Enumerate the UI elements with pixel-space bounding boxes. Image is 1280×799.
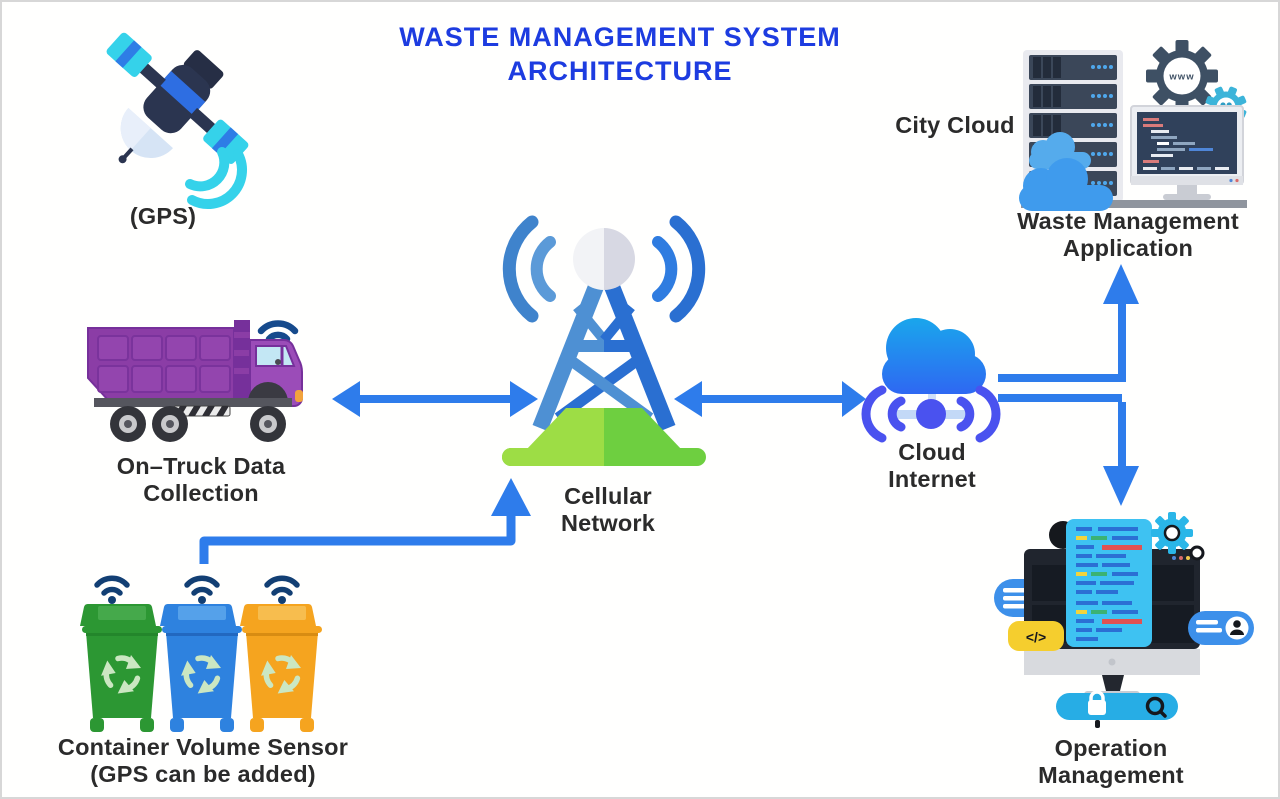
label-gps: (GPS) (130, 203, 196, 230)
waste-bins-icon (80, 556, 322, 732)
lock-icon (1088, 690, 1106, 728)
label-truck: On–Truck Data Collection (117, 453, 285, 506)
secure-search-bar (1056, 690, 1178, 728)
label-city-cloud: City Cloud (895, 112, 1015, 139)
report-paper-icon (1066, 519, 1152, 647)
tower-cloud-arrow (674, 381, 866, 417)
label-operation: Operation Management (1038, 735, 1184, 788)
city-cloud-label-text: City Cloud (895, 112, 1015, 138)
cellular-tower-icon (502, 215, 706, 466)
truck-label-line1: On–Truck Data (116, 453, 286, 479)
cloud-internet-label-line1: Cloud (898, 439, 966, 465)
operation-label-line2: Management (1038, 761, 1184, 788)
bins-tower-arrow (199, 478, 531, 564)
cloud-app-operation-arrows (998, 264, 1139, 506)
search-icon (1145, 696, 1167, 718)
gps-satellite-icon (106, 32, 249, 209)
operation-label-line1: Operation (1054, 735, 1168, 761)
code-tag-badge: </> (1008, 621, 1064, 651)
cellular-label-line1: Cellular (564, 483, 652, 509)
operation-management-icon: </> (994, 512, 1254, 728)
city-cloud-servers-icon: www (1019, 40, 1247, 211)
label-bins: Container Volume Sensor (GPS can be adde… (58, 734, 348, 787)
label-cellular: Cellular Network (561, 483, 655, 536)
cloud-internet-icon (861, 318, 1001, 443)
waste-app-label-line2: Application (1062, 234, 1194, 261)
code-monitor-icon (1130, 105, 1244, 200)
truck-label-line2: Collection (143, 479, 259, 506)
green-bin-icon (80, 603, 162, 732)
bins-label-line2: (GPS can be added) (90, 760, 316, 787)
server-base-bar (1021, 200, 1247, 208)
truck-tower-arrow (332, 381, 538, 417)
blue-bin-icon (160, 603, 242, 732)
page-title: WASTE MANAGEMENT SYSTEM ARCHITECTURE (320, 20, 920, 88)
garbage-truck-icon (87, 320, 303, 442)
bin-wifi-icon (97, 578, 127, 604)
big-cloud-icon (1019, 158, 1113, 211)
cloud-internet-label-line2: Internet (888, 465, 976, 492)
bins-label-line1: Container Volume Sensor (57, 734, 349, 760)
waste-app-label-line1: Waste Management (1017, 208, 1239, 234)
bin-wifi-icon (267, 578, 297, 604)
title-line-1: WASTE MANAGEMENT SYSTEM (399, 22, 841, 52)
label-cloud-internet: Cloud Internet (888, 439, 976, 492)
user-list-pill (1188, 611, 1254, 645)
gps-label-text: (GPS) (129, 203, 197, 229)
truck-wheels (110, 406, 286, 442)
code-tag-label: </> (1026, 629, 1046, 645)
label-waste-app: Waste Management Application (1017, 208, 1239, 261)
title-line-2: ARCHITECTURE (507, 56, 733, 86)
www-gear-icon: www (1146, 40, 1218, 112)
small-ring-icon (1189, 545, 1205, 561)
orange-bin-icon (240, 603, 322, 732)
settings-gear-icon (1151, 512, 1193, 554)
cellular-label-line2: Network (560, 509, 656, 536)
bin-wifi-icon (187, 578, 217, 604)
www-gear-label: www (1168, 72, 1194, 83)
